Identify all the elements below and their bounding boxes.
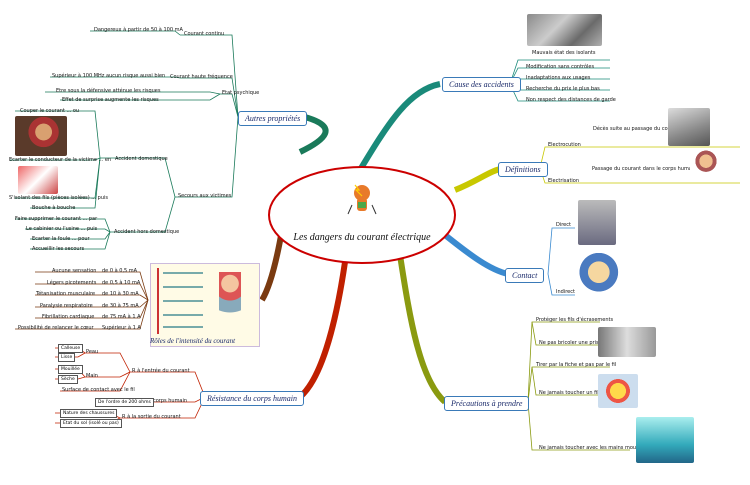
resistance-calleuse: Calleuse	[58, 344, 84, 353]
direct-contact-photo	[578, 200, 616, 245]
autres-supprimer: Faire supprimer le courant ... par	[15, 216, 98, 222]
autres-hf: Courant haute fréquence	[170, 74, 233, 80]
resistance-main: Main	[86, 373, 98, 379]
cause-item: Modification sans contrôles	[526, 64, 595, 70]
resistance-lisse: Lisse	[58, 353, 76, 362]
precaution-fil-nu: Ne jamais toucher un fil nu	[539, 390, 607, 396]
precaution-prise: Ne pas bricoler une prise	[539, 340, 602, 346]
precaution-mains: Ne jamais toucher avec les mains mouillé…	[539, 445, 650, 451]
cause-photo-caption: Mauvais état des isolants	[532, 50, 596, 56]
shocked-person-illustration	[690, 150, 722, 182]
isolating-cable-photo	[18, 166, 58, 194]
autres-continu-desc: Dangereux à partir de 50 à 100 mA	[94, 27, 183, 33]
autres-cabinier: Le cabinier ou l'usine ... puis	[26, 226, 98, 232]
autres-bouche: Bouche à bouche	[32, 205, 76, 211]
resistance-sol: Etat du sol (isolé ou pas)	[60, 419, 122, 428]
role-value: Supérieur à 1 A	[102, 325, 141, 331]
role-value: de 30 à 75 mA	[102, 303, 139, 309]
role-label: Possibilité de relancer le cœur	[18, 325, 94, 331]
branch-autres-proprietes[interactable]: Autres propriétés	[238, 111, 308, 126]
cause-item: Non respect des distances de garde	[526, 97, 616, 103]
cause-item: Recherche du prix le plus bas	[526, 86, 600, 92]
resistance-peau: Peau	[86, 349, 99, 355]
roles-sublines	[15, 271, 149, 330]
role-label: Tétanisation musculaire	[36, 291, 96, 297]
role-value: de 10 à 30 mA	[102, 291, 139, 297]
branch-precautions[interactable]: Précautions à prendre	[444, 396, 530, 411]
resistance-surface: Surface de contact avec le fil	[62, 387, 135, 393]
resistance-sortie: R à la sortie du courant	[122, 414, 181, 420]
branch-cause-accidents[interactable]: Cause des accidents	[442, 77, 521, 92]
resistance-chaussures: Nature des chaussures	[60, 409, 118, 418]
bare-wire-illustration	[598, 374, 638, 408]
role-label: Fibrillation cardiaque	[42, 314, 95, 320]
rescue-photo-domestic	[15, 116, 67, 156]
electrocution-description: Décès suite au passage du courant	[593, 126, 682, 132]
branch-connector-resistance	[297, 261, 348, 400]
cause-item: Inadaptations aux usages	[526, 75, 591, 81]
electrocution-term: Electrocution	[548, 142, 581, 148]
autres-psy: Etat psychique	[222, 90, 260, 96]
resistance-mouillee: Mouillée	[58, 365, 83, 374]
autres-continu: Courant continu	[184, 31, 225, 37]
autres-couper: Couper le courant ... ou	[20, 108, 80, 114]
autres-ecarter: Ecarter le conducteur de la victime ... …	[9, 157, 112, 163]
central-topic-title: Les dangers du courant électrique	[293, 232, 431, 243]
resistance-corps: R du corps humain	[140, 398, 188, 404]
autres-hf-desc: Supérieur à 100 MHz aucun risque aussi b…	[52, 73, 166, 79]
autres-hors: Accident hors domestique	[114, 229, 180, 235]
electrisation-description: Passage du courant dans le corps humain	[592, 166, 697, 172]
swimming-pool-photo	[636, 417, 694, 463]
branch-roles-intensite[interactable]: Rôles de l'intensité du courant	[150, 337, 236, 345]
autres-secours: Secours aux victimes	[178, 193, 232, 199]
autres-isolant: S'isolant des fils (pièces isolées) ... …	[9, 195, 108, 201]
branch-connector-contact	[443, 232, 509, 277]
branch-connector-precautions	[397, 254, 448, 405]
role-value: de 75 mA à 1 A	[102, 314, 141, 320]
autres-accueillir: Accueillir les secours	[32, 246, 85, 252]
indirect-contact-illustration	[578, 253, 630, 301]
role-value: de 0 à 0,5 mA	[102, 268, 138, 274]
role-label: Légers picotements	[47, 280, 97, 286]
role-label: Paralysie respiratoire	[40, 303, 93, 309]
branch-contact[interactable]: Contact	[505, 268, 545, 283]
central-topic-ellipse[interactable]	[268, 166, 456, 264]
damaged-cable-photo	[527, 14, 602, 46]
intensity-chart-figure	[150, 263, 260, 347]
central-topic[interactable]: Les dangers du courant électrique	[280, 232, 444, 246]
contact-direct-label: Direct	[556, 222, 571, 228]
contact-indirect-label: Indirect	[556, 289, 575, 295]
branch-connector-autres	[298, 114, 329, 155]
branch-connector-roles	[259, 229, 285, 302]
branch-resistance[interactable]: Résistance du corps humain	[200, 391, 304, 406]
resistance-ordre: De l'ordre de 200 ohms	[95, 398, 154, 407]
socket-photo	[598, 327, 656, 357]
electrisation-term: Electrisation	[548, 178, 580, 184]
precautions-sublines	[527, 321, 630, 451]
branch-connector-cause	[357, 81, 441, 172]
branch-definitions[interactable]: Définitions	[498, 162, 548, 177]
autres-domestique: Accident domestique	[115, 156, 168, 162]
role-label: Aucune sensation	[52, 268, 97, 274]
autres-foule: Ecarter la foule ... pour	[32, 236, 90, 242]
role-value: de 0,5 à 10 mA	[102, 280, 141, 286]
electric-character-icon	[347, 184, 377, 215]
power-pole-photo	[668, 108, 710, 146]
contact-sublines	[547, 227, 575, 296]
autres-psy-1: Etre sous la défensive atténue les risqu…	[56, 88, 161, 94]
autres-sublines	[10, 30, 239, 250]
autres-psy-2: Effet de surprise augmente les risques	[62, 97, 159, 103]
resistance-entree: R à l'entrée du courant	[132, 368, 190, 374]
precaution-tirer: Tirer par la fiche et pas par le fil	[536, 362, 617, 368]
resistance-seche: Sèche	[58, 375, 78, 384]
precaution-proteger: Protéger les fils d'écrasements	[536, 317, 614, 323]
